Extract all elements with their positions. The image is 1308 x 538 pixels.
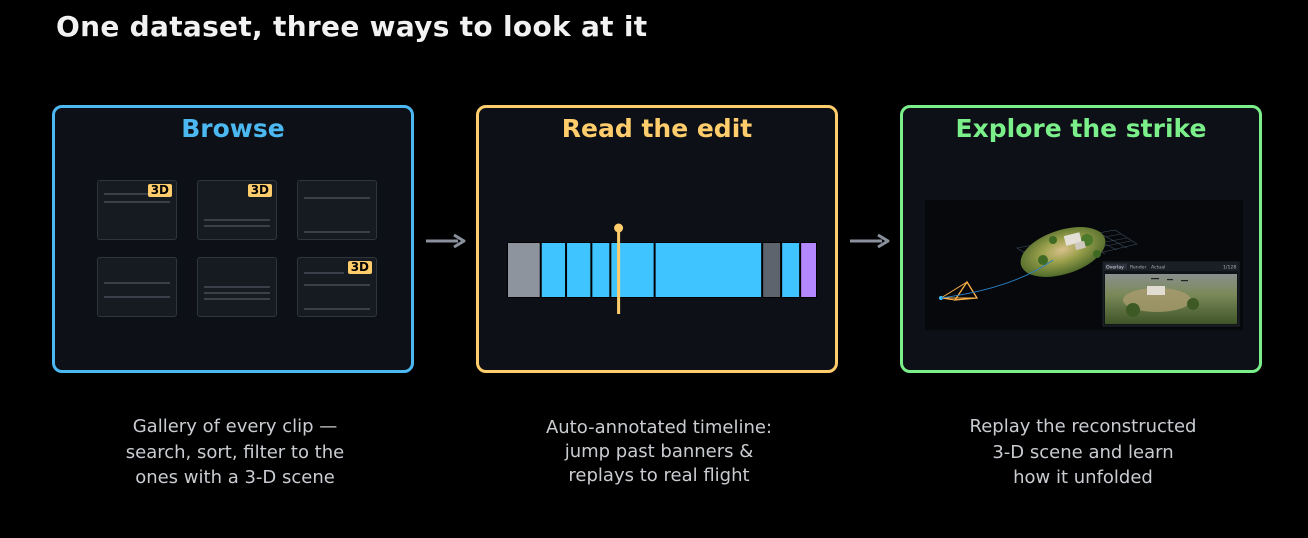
timeline-segment[interactable]: [542, 243, 565, 297]
browse-panel-title: Browse: [55, 114, 411, 143]
scene-tab-render[interactable]: Render: [1130, 265, 1146, 271]
3d-badge: 3D: [348, 261, 372, 274]
scene-counter: 1/128: [1223, 265, 1236, 271]
arrow-right-icon: [426, 232, 470, 252]
timeline-segment[interactable]: [782, 243, 799, 297]
explore-caption: Replay the reconstructed 3-D scene and l…: [918, 414, 1248, 491]
scene-preview[interactable]: Overlay Render Actual 1/128: [925, 200, 1243, 330]
arrow-right-icon: [850, 232, 894, 252]
timeline-segment[interactable]: [801, 243, 816, 297]
timeline-segment[interactable]: [656, 243, 762, 297]
gallery-card[interactable]: [97, 257, 177, 317]
gallery-card[interactable]: [297, 180, 377, 240]
explore-panel: Explore the strike: [900, 105, 1262, 373]
browse-panel: Browse 3D 3D 3D: [52, 105, 414, 373]
playhead-handle[interactable]: [614, 224, 623, 233]
gallery-card[interactable]: 3D: [97, 180, 177, 240]
edit-panel: Read the edit: [476, 105, 838, 373]
3d-badge: 3D: [148, 184, 172, 197]
gallery-card[interactable]: 3D: [297, 257, 377, 317]
browse-caption: Gallery of every clip — search, sort, fi…: [70, 414, 400, 491]
timeline-segment[interactable]: [508, 243, 540, 297]
timeline-segment[interactable]: [567, 243, 590, 297]
page-title: One dataset, three ways to look at it: [56, 10, 647, 43]
explore-panel-title: Explore the strike: [903, 114, 1259, 143]
gallery-card[interactable]: [197, 257, 277, 317]
timeline[interactable]: [505, 220, 821, 320]
timeline-segment[interactable]: [763, 243, 780, 297]
scene-tab-overlay[interactable]: Overlay: [1106, 265, 1124, 271]
3d-badge: 3D: [248, 184, 272, 197]
edit-caption: Auto-annotated timeline: jump past banne…: [494, 416, 824, 488]
timeline-segment[interactable]: [592, 243, 609, 297]
edit-panel-title: Read the edit: [479, 114, 835, 143]
scene-tab-actual[interactable]: Actual: [1151, 265, 1165, 271]
gallery-card[interactable]: 3D: [197, 180, 277, 240]
